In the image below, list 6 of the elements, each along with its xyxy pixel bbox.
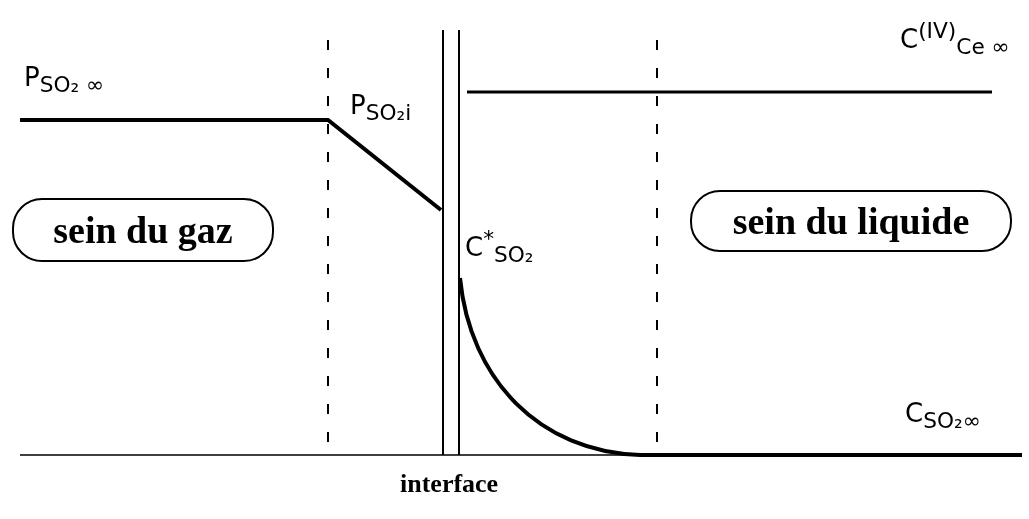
axis-label: interface bbox=[400, 468, 499, 500]
region-box: sein du liquide bbox=[690, 190, 1012, 252]
concentration-label: P$_{SO₂i}$ bbox=[350, 90, 412, 127]
region-box: sein du gaz bbox=[12, 198, 274, 262]
concentration-label: P$_{SO₂ ∞}$ bbox=[24, 62, 105, 99]
concentration-label: C$_{SO₂∞}$ bbox=[905, 398, 981, 435]
